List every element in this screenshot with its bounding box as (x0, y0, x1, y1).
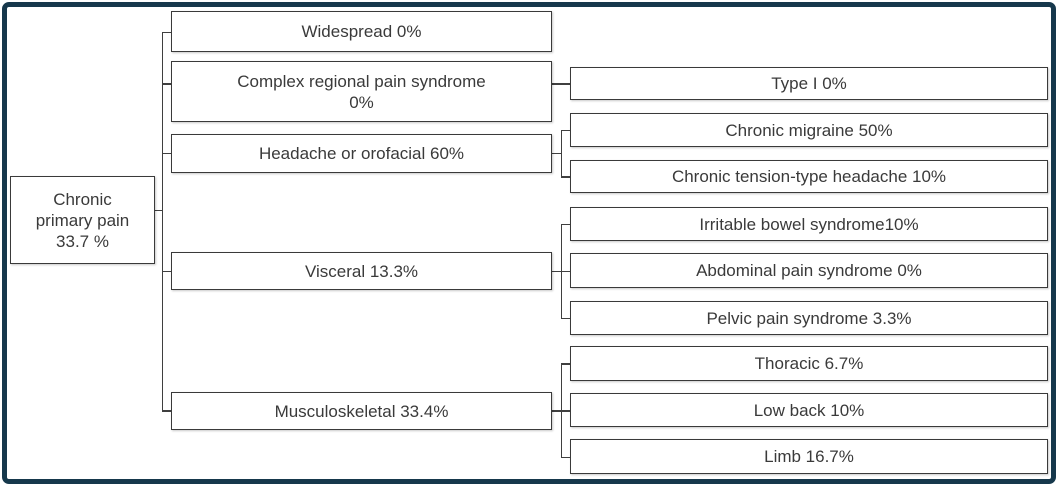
node-limb: Limb 16.7% (570, 439, 1048, 474)
connector-line (552, 270, 562, 273)
node-chronic-migraine: Chronic migraine 50% (570, 113, 1048, 147)
node-thoracic-label: Thoracic 6.7% (754, 354, 864, 373)
node-abdominal-pain-syndrome-label: Abdominal pain syndrome 0% (696, 261, 922, 280)
node-irritable-bowel-syndrome-label: Irritable bowel syndrome10% (699, 214, 919, 234)
connector-line (161, 31, 172, 34)
node-complex-regional-pain-syndrome-value: 0% (349, 92, 374, 112)
node-visceral: Visceral 13.3% (171, 252, 552, 290)
node-low-back-label: Low back 10% (753, 400, 865, 420)
node-limb-label: Limb 16.7% (764, 447, 854, 466)
node-irritable-bowel-syndrome: Irritable bowel syndrome10% (570, 207, 1048, 241)
node-pelvic-pain-syndrome-label: Pelvic pain syndrome 3.3% (706, 308, 912, 328)
connector-line (560, 456, 572, 459)
node-musculoskeletal-label: Musculoskeletal 33.4% (274, 401, 449, 421)
node-headache-or-orofacial-label: Headache or orofacial 60% (258, 144, 465, 163)
connector-line (560, 363, 572, 365)
connector-line (560, 363, 563, 457)
connector-line (161, 152, 172, 155)
connector-line (560, 129, 572, 132)
connector-line (560, 410, 572, 412)
node-pelvic-pain-syndrome: Pelvic pain syndrome 3.3% (570, 301, 1048, 335)
node-musculoskeletal: Musculoskeletal 33.4% (171, 392, 552, 430)
connector-line (552, 410, 562, 412)
node-chronic-migraine-label: Chronic migraine 50% (725, 120, 893, 140)
connector-line (161, 83, 172, 85)
connector-line (560, 317, 572, 320)
connector-line (161, 270, 172, 273)
node-widespread: Widespread 0% (171, 11, 552, 52)
node-headache-or-orofacial: Headache or orofacial 60% (171, 134, 552, 173)
connector-line (155, 209, 163, 212)
node-chronic-tension-type-headache: Chronic tension-type headache 10% (570, 160, 1048, 193)
node-low-back: Low back 10% (570, 393, 1048, 427)
connector-line (161, 32, 164, 411)
node-chronic-primary-pain-label: Chronic primary pain 33.7 % (35, 189, 130, 251)
node-type-i: Type I 0% (570, 67, 1048, 100)
connector-line (560, 270, 572, 273)
node-widespread-label: Widespread 0% (301, 22, 422, 41)
connector-line (560, 223, 572, 226)
node-thoracic: Thoracic 6.7% (570, 346, 1048, 381)
connector-line (560, 176, 572, 178)
connector-line (560, 129, 563, 177)
node-type-i-label: Type I 0% (771, 74, 847, 93)
node-complex-regional-pain-syndrome: Complex regional pain syndrome 0% (171, 61, 552, 122)
node-chronic-primary-pain: Chronic primary pain 33.7 % (10, 176, 155, 264)
node-complex-regional-pain-syndrome-label: Complex regional pain syndrome (237, 71, 486, 91)
node-abdominal-pain-syndrome: Abdominal pain syndrome 0% (570, 253, 1048, 288)
node-chronic-tension-type-headache-label: Chronic tension-type headache 10% (671, 167, 947, 186)
node-visceral-label: Visceral 13.3% (304, 261, 419, 281)
connector-line (552, 83, 571, 85)
connector-line (161, 410, 172, 412)
connector-line (552, 152, 562, 155)
